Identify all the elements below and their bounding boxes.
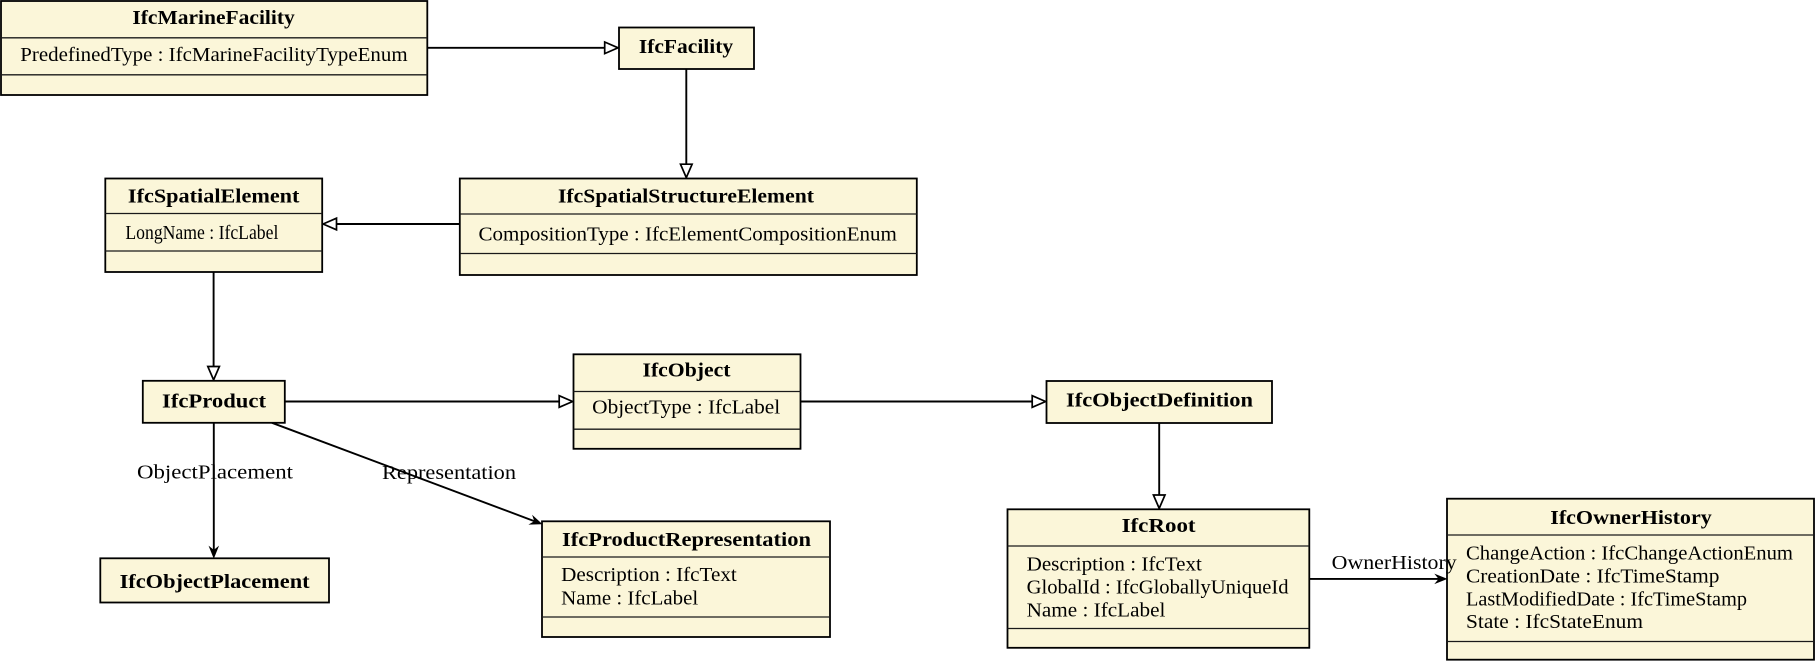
svg-text:IfcObject: IfcObject — [643, 360, 731, 382]
svg-text:Description : IfcText: Description : IfcText — [1027, 553, 1203, 575]
svg-text:IfcOwnerHistory: IfcOwnerHistory — [1550, 507, 1712, 529]
svg-text:IfcSpatialStructureElement: IfcSpatialStructureElement — [558, 185, 814, 207]
svg-text:IfcObjectPlacement: IfcObjectPlacement — [120, 571, 310, 593]
svg-text:CompositionType : IfcElementCo: CompositionType : IfcElementCompositionE… — [479, 223, 898, 245]
svg-text:OwnerHistory: OwnerHistory — [1332, 552, 1457, 574]
svg-text:GlobalId : IfcGloballyUniqueId: GlobalId : IfcGloballyUniqueId — [1027, 576, 1289, 598]
svg-text:IfcProduct: IfcProduct — [162, 390, 266, 412]
svg-text:IfcProductRepresentation: IfcProductRepresentation — [562, 529, 811, 551]
svg-text:IfcFacility: IfcFacility — [639, 36, 733, 58]
svg-text:ObjectPlacement: ObjectPlacement — [137, 461, 293, 483]
svg-text:LastModifiedDate : IfcTimeStam: LastModifiedDate : IfcTimeStamp — [1466, 589, 1747, 611]
svg-text:ObjectType : IfcLabel: ObjectType : IfcLabel — [592, 397, 780, 419]
svg-text:Name : IfcLabel: Name : IfcLabel — [1027, 599, 1166, 621]
svg-text:Description : IfcText: Description : IfcText — [561, 564, 737, 586]
svg-text:IfcSpatialElement: IfcSpatialElement — [128, 185, 300, 207]
svg-text:IfcObjectDefinition: IfcObjectDefinition — [1066, 390, 1253, 412]
svg-text:IfcMarineFacility: IfcMarineFacility — [132, 7, 294, 29]
svg-text:Representation: Representation — [382, 462, 516, 484]
svg-text:State : IfcStateEnum: State : IfcStateEnum — [1466, 611, 1643, 633]
svg-text:Name : IfcLabel: Name : IfcLabel — [561, 587, 698, 609]
svg-text:IfcRoot: IfcRoot — [1122, 515, 1196, 537]
svg-text:PredefinedType : IfcMarineFaci: PredefinedType : IfcMarineFacilityTypeEn… — [20, 44, 408, 66]
svg-text:ChangeAction : IfcChangeAction: ChangeAction : IfcChangeActionEnum — [1466, 543, 1793, 565]
svg-text:CreationDate : IfcTimeStamp: CreationDate : IfcTimeStamp — [1466, 566, 1720, 588]
svg-text:LongName : IfcLabel: LongName : IfcLabel — [125, 222, 278, 244]
